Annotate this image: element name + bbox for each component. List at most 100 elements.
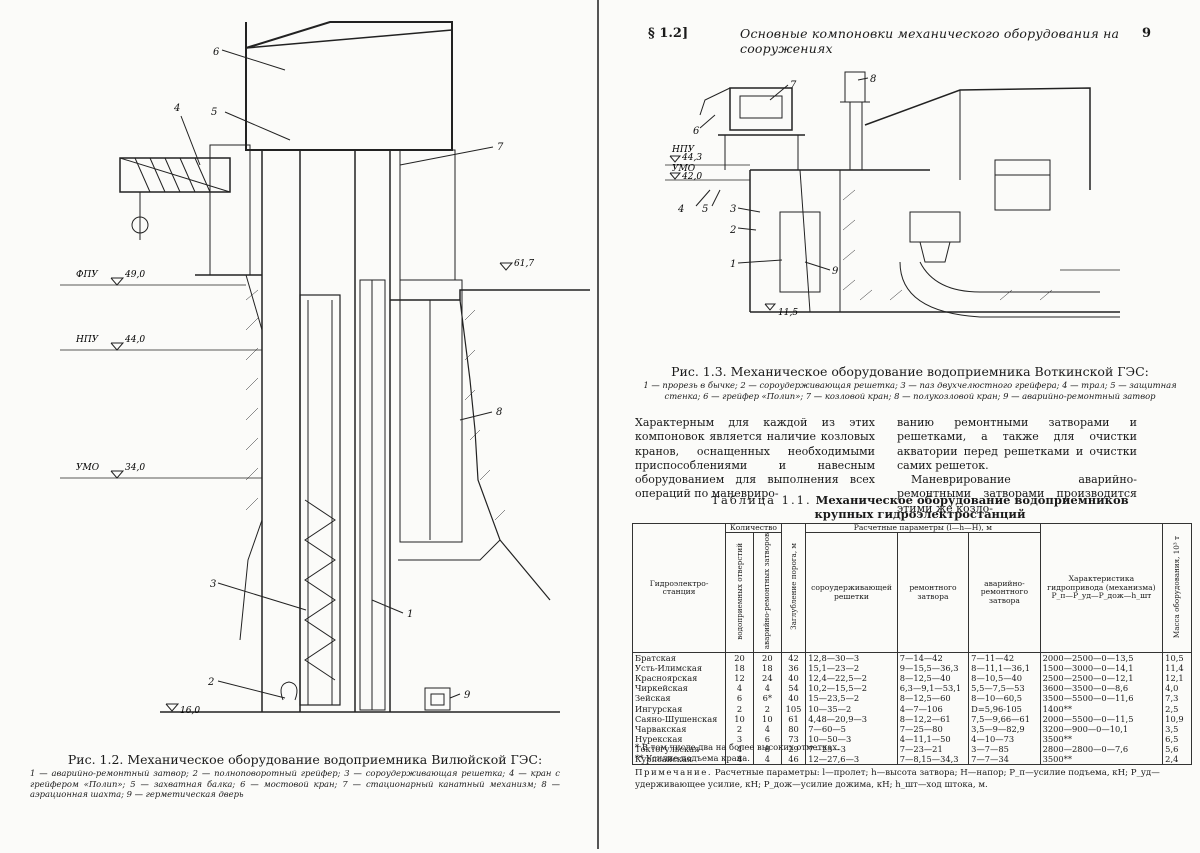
cell-station: Чарвакская — [635, 724, 723, 734]
cell-station: Чиркейская — [635, 683, 723, 693]
fig-left-level-bottom: 16,0 — [180, 706, 200, 716]
table-remark: Примечание. Расчетные параметры: l—проле… — [635, 768, 1195, 791]
fig-left-level-fpu-val: 49,0 — [124, 270, 145, 280]
cell-m: 7,3 — [1165, 693, 1189, 703]
th-count-a: водоприемных отверстий — [726, 533, 754, 653]
cell-d: 80 — [784, 724, 804, 734]
cell-a: 2 — [728, 704, 751, 714]
cell-b: 18 — [756, 663, 779, 673]
cell-e: 8—11,1—36,1 — [971, 663, 1037, 673]
cell-e: 8—10,5—40 — [971, 673, 1037, 683]
cell-p: 2500—2500—0—12,1 — [1043, 673, 1161, 683]
th-mass: Масса оборудования, 10³ т — [1163, 524, 1192, 653]
fig-right-level-umo-val: 42,0 — [681, 172, 702, 182]
cell-a: 6 — [728, 693, 751, 703]
fig-right-label-8: 8 — [870, 74, 876, 85]
cell-a: 18 — [728, 663, 751, 673]
page-gutter — [597, 0, 599, 849]
cell-a: 2 — [728, 724, 751, 734]
cell-a: 10 — [728, 714, 751, 724]
cell-d: 42 — [784, 653, 804, 663]
fig-left-label-4: 4 — [173, 103, 180, 114]
fig-left-label-1: 1 — [407, 609, 413, 620]
cell-m: 10,9 — [1165, 714, 1189, 724]
body-text-column-1: Характерным для каждой из этих компоново… — [635, 416, 875, 502]
cell-r: 7—25—80 — [900, 724, 966, 734]
fig-right-label-3: 3 — [730, 204, 736, 215]
th-depth: Заглубление порога, м — [781, 524, 806, 653]
cell-d: 36 — [784, 663, 804, 673]
cell-p: 3200—900—0—10,1 — [1043, 724, 1161, 734]
cell-r: 8—12,5—40 — [900, 673, 966, 683]
remark-label: Примечание. — [635, 768, 712, 778]
cell-p: 2000—5500—0—11,5 — [1043, 714, 1161, 724]
cell-g: 4,48—20,9—3 — [808, 714, 895, 724]
cell-a: 4 — [728, 683, 751, 693]
th-emerg: аварийно-ремонтного затвора — [969, 533, 1040, 653]
fig-left-label-5: 5 — [211, 107, 217, 118]
cell-p: 1400** — [1043, 704, 1161, 714]
fig-left-label-3: 3 — [210, 579, 216, 590]
cell-m: 4,0 — [1165, 683, 1189, 693]
fig-left-label-7: 7 — [497, 142, 504, 153]
footnote-2: ** Усилие подъема крана. — [635, 753, 1195, 764]
cell-m: 10,5 — [1165, 653, 1189, 663]
cell-b: 4 — [756, 683, 779, 693]
figure-1-3-legend: 1 — прорезь в бычке; 2 — сороудерживающа… — [640, 380, 1180, 401]
figure-1-2-legend: 1 — аварийно-ремонтный затвор; 2 — полно… — [30, 768, 560, 800]
cell-a: 12 — [728, 673, 751, 683]
cell-e: 7—11—42 — [971, 653, 1037, 663]
th-count-b: аварийно-ремонтных затворов — [753, 533, 781, 653]
cell-r: 8—12,5—60 — [900, 693, 966, 703]
fig-right-label-2: 2 — [729, 225, 736, 236]
th-grate: сороудерживающей решетки — [806, 533, 898, 653]
fig-left-level-npu: НПУ — [75, 335, 100, 345]
cell-e: 7,5—9,66—61 — [971, 714, 1037, 724]
cell-e: 3,5—9—82,9 — [971, 724, 1037, 734]
figure-1-2-drawing: 6 5 4 7 8 3 1 2 9 ФПУ 49,0 НПУ 44,0 УМО … — [0, 0, 597, 849]
cell-b: 6* — [756, 693, 779, 703]
footnote-1: * В том числе два на более высоких отмет… — [635, 742, 1195, 753]
cell-e: D=5,96-105 — [971, 704, 1037, 714]
cell-p: 3600—3500—0—8,6 — [1043, 683, 1161, 693]
fig-right-label-7: 7 — [790, 80, 797, 91]
cell-r: 9—15,5—36,3 — [900, 663, 966, 673]
cell-d: 40 — [784, 673, 804, 683]
cell-g: 7—60—5 — [808, 724, 895, 734]
cell-r: 7—14—42 — [900, 653, 966, 663]
th-count: Количество — [726, 524, 782, 533]
cell-e: 5,5—7,5—53 — [971, 683, 1037, 693]
figure-1-3-caption: Рис. 1.3. Механическое оборудование водо… — [640, 364, 1180, 380]
cell-a: 20 — [728, 653, 751, 663]
fig-left-level-fpu: ФПУ — [76, 270, 99, 280]
cell-d: 40 — [784, 693, 804, 703]
cell-b: 24 — [756, 673, 779, 683]
cell-m: 2,5 — [1165, 704, 1189, 714]
fig-left-label-8: 8 — [496, 407, 502, 418]
table-title: Таблица 1.1. Механическое оборудование в… — [660, 493, 1180, 522]
fig-left-label-6: 6 — [213, 47, 220, 58]
fig-right-level-npu-val: 44,3 — [681, 153, 702, 163]
figure-1-3-drawing: 7 8 6 4 5 3 2 1 9 НПУ 44,3 УМО 42,0 11,5 — [600, 0, 1200, 360]
cell-station: Ингурская — [635, 704, 723, 714]
cell-e: 8—10—60,5 — [971, 693, 1037, 703]
cell-g: 15,1—23—2 — [808, 663, 895, 673]
cell-station: Зейская — [635, 693, 723, 703]
cell-b: 2 — [756, 704, 779, 714]
cell-d: 54 — [784, 683, 804, 693]
cell-station: Красноярская — [635, 673, 723, 683]
fig-left-level-top: 61,7 — [514, 259, 534, 269]
cell-g: 12,4—22,5—2 — [808, 673, 895, 683]
equipment-table: Гидроэлектро-станция Количество Заглубле… — [632, 523, 1192, 765]
remark-text: Расчетные параметры: l—пролет; h—высота … — [635, 768, 1160, 790]
th-repair: ремонтного затвора — [897, 533, 968, 653]
cell-b: 20 — [756, 653, 779, 663]
cell-p: 2000—2500—0—13,5 — [1043, 653, 1161, 663]
cell-p: 1500—3000—0—14,1 — [1043, 663, 1161, 673]
fig-right-label-5: 5 — [702, 204, 708, 215]
cell-station: Братская — [635, 653, 723, 663]
cell-g: 10—35—2 — [808, 704, 895, 714]
cell-r: 6,3—9,1—53,1 — [900, 683, 966, 693]
table-footnotes: * В том числе два на более высоких отмет… — [635, 742, 1195, 765]
cell-m: 3,5 — [1165, 724, 1189, 734]
